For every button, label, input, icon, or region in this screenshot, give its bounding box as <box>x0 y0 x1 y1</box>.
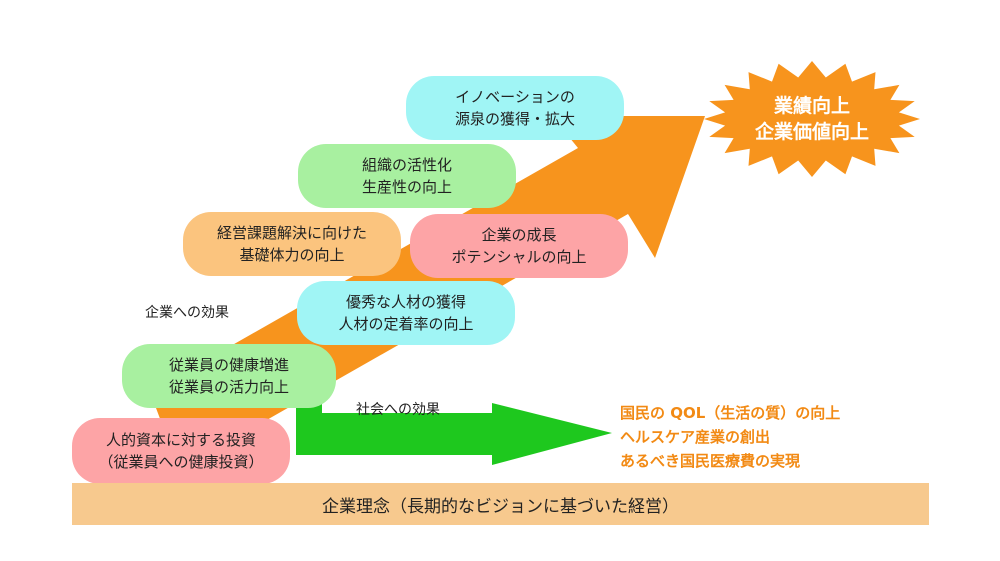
step-talent-line-2: 人材の定着率の向上 <box>338 315 474 333</box>
step-health-line-1: 従業員の健康増進 <box>168 356 289 374</box>
goal-line-2: 企業価値向上 <box>754 121 869 143</box>
step-growth: 企業の成長 ポテンシャルの向上 <box>410 214 628 278</box>
goal-label: 業績向上 企業価値向上 <box>708 68 916 170</box>
step-talent: 優秀な人材の獲得 人材の定着率の向上 <box>297 281 515 345</box>
step-investment: 人的資本に対する投資 （従業員への健康投資） <box>72 418 290 484</box>
step-growth-line-2: ポテンシャルの向上 <box>451 248 587 266</box>
step-innovation-line-2: 源泉の獲得・拡大 <box>454 110 575 128</box>
step-foundation: 経営課題解決に向けた 基礎体力の向上 <box>183 212 401 276</box>
step-talent-line-1: 優秀な人材の獲得 <box>345 293 466 311</box>
goal-line-1: 業績向上 <box>773 95 850 117</box>
step-foundation-line-2: 基礎体力の向上 <box>239 246 345 264</box>
step-organization-line-2: 生産性の向上 <box>361 178 452 196</box>
step-investment-line-2: （従業員への健康投資） <box>98 453 264 471</box>
step-health-line-2: 従業員の活力向上 <box>168 378 289 396</box>
step-health: 従業員の健康増進 従業員の活力向上 <box>122 344 336 408</box>
step-innovation-line-1: イノベーションの <box>455 88 575 106</box>
step-organization: 組織の活性化 生産性の向上 <box>298 144 516 208</box>
company-effect-label: 企業への効果 <box>145 305 229 321</box>
step-growth-line-1: 企業の成長 <box>481 226 557 244</box>
goal-starburst <box>704 61 920 177</box>
corporate-philosophy-label: 企業理念（長期的なビジョンに基づいた経営） <box>322 496 679 517</box>
step-organization-line-1: 組織の活性化 <box>361 156 452 174</box>
social-outcomes: 国民の QOL（生活の質）の向上 ヘルスケア産業の創出 あるべき国民医療費の実現 <box>620 401 840 473</box>
step-investment-line-1: 人的資本に対する投資 <box>105 431 256 449</box>
social-outcome-medical-cost: あるべき国民医療費の実現 <box>620 452 801 470</box>
corporate-philosophy-bar: 企業理念（長期的なビジョンに基づいた経営） <box>72 483 929 525</box>
step-innovation: イノベーションの 源泉の獲得・拡大 <box>406 76 624 140</box>
social-outcome-qol: 国民の QOL（生活の質）の向上 <box>620 404 841 422</box>
society-effect-label: 社会への効果 <box>356 402 440 418</box>
social-effect-arrow <box>296 380 612 465</box>
step-foundation-line-1: 経営課題解決に向けた <box>216 224 367 242</box>
social-outcome-healthcare-industry: ヘルスケア産業の創出 <box>620 428 771 446</box>
